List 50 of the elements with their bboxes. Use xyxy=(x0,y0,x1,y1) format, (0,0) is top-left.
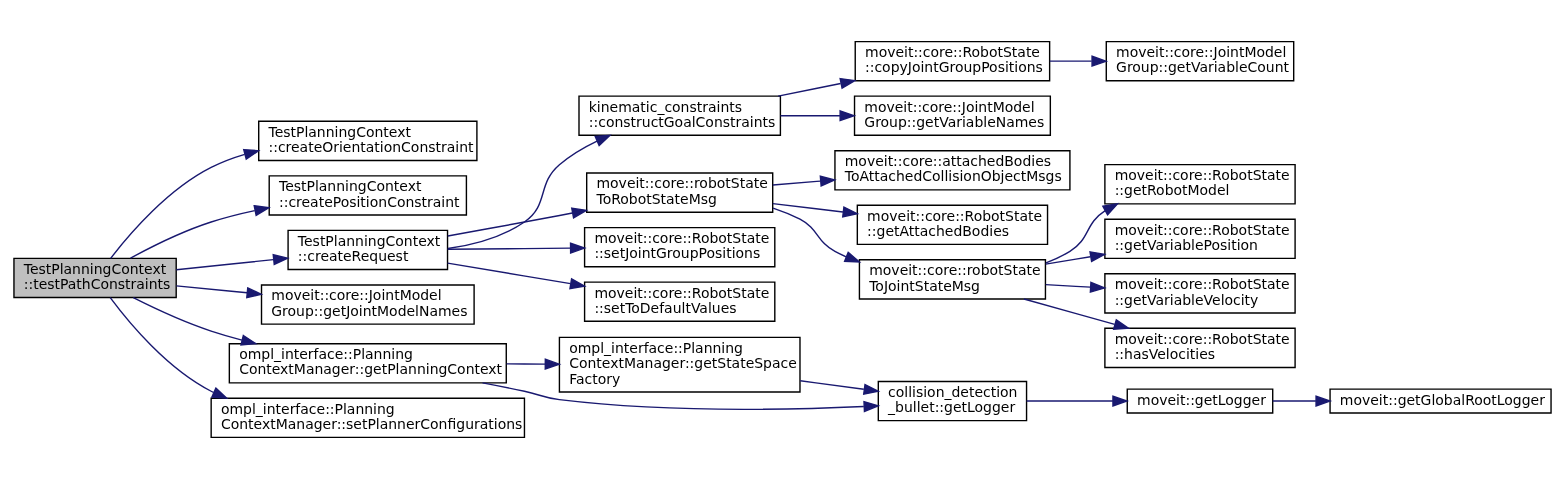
node-box: moveit::core::RobotState ::getRobotModel xyxy=(1104,163,1296,205)
arrow xyxy=(1272,395,1333,407)
node-box: ompl_interface::Planning ContextManager::getPlanningContext xyxy=(228,343,507,384)
arrow xyxy=(772,207,862,263)
arrow xyxy=(772,175,837,187)
node-box: moveit::core::JointModel Group::getVariableCount xyxy=(1105,40,1295,82)
arrow xyxy=(1045,202,1120,264)
arrow xyxy=(1049,55,1109,68)
node-box: ompl_interface::Planning ContextManager::setPlannerConfigurations xyxy=(210,397,526,439)
node-box: moveit::core::RobotState ::getVariableVelocity xyxy=(1104,273,1296,314)
arrow xyxy=(446,262,587,290)
arrow xyxy=(777,77,857,97)
arrow xyxy=(175,285,264,299)
node-box: collision_detection _bullet::getLogger xyxy=(877,380,1028,422)
arrow xyxy=(779,109,857,122)
arrow xyxy=(799,380,881,396)
arrow xyxy=(1025,395,1130,407)
arrow xyxy=(110,148,261,260)
node-box: moveit::core::robotState ToJointStateMsg xyxy=(858,259,1047,300)
arrow xyxy=(447,207,589,237)
node-box: TestPlanningContext ::createPositionConstraint xyxy=(268,175,468,216)
arrow xyxy=(1044,251,1107,265)
arrow xyxy=(1044,281,1107,293)
node-box: ompl_interface::Planning ContextManager::getStateSpace Factory xyxy=(558,336,801,393)
node-box: kinematic_constraints ::constructGoalConstraints xyxy=(578,95,782,136)
node-box: moveit::core::JointModel Group::getJointModelNames xyxy=(260,284,475,325)
node-box: moveit::core::attachedBodies ToAttachedCollisionObjectMsgs xyxy=(834,150,1071,191)
node-box: moveit::core::RobotState ::setJointGroupPositions xyxy=(583,226,776,268)
node-box: TestPlanningContext ::createRequest xyxy=(287,229,449,271)
arrow xyxy=(505,358,562,370)
node-box: moveit::core::RobotState ::setToDefaultValues xyxy=(583,281,776,322)
node-box: moveit::core::JointModel Group::getVariableNames xyxy=(853,95,1052,136)
node-box: moveit::getGlobalRootLogger xyxy=(1329,388,1552,414)
node-box: moveit::getLogger xyxy=(1126,388,1274,414)
arrow xyxy=(772,202,860,218)
arrow xyxy=(109,296,229,400)
node-box: moveit::core::RobotState ::hasVelocities xyxy=(1104,327,1296,369)
node-box: moveit::core::RobotState ::copyJointGroupPositions xyxy=(854,40,1051,82)
arrow xyxy=(481,382,881,413)
arrow xyxy=(132,296,258,346)
arrow xyxy=(1023,298,1131,330)
arrow xyxy=(175,253,290,271)
arrow xyxy=(446,242,587,255)
node-box: moveit::core::robotState ToRobotStateMsg xyxy=(586,172,774,213)
node-box: TestPlanningContext ::createOrientationConstraint xyxy=(258,120,478,162)
node-box: moveit::core::RobotState ::getAttachedBodies xyxy=(856,204,1049,246)
node-box: moveit::core::RobotState ::getVariablePosition xyxy=(1104,218,1296,260)
arrow xyxy=(129,204,271,259)
arrow xyxy=(447,134,612,250)
node-box: TestPlanningContext ::testPathConstraints xyxy=(13,257,177,299)
